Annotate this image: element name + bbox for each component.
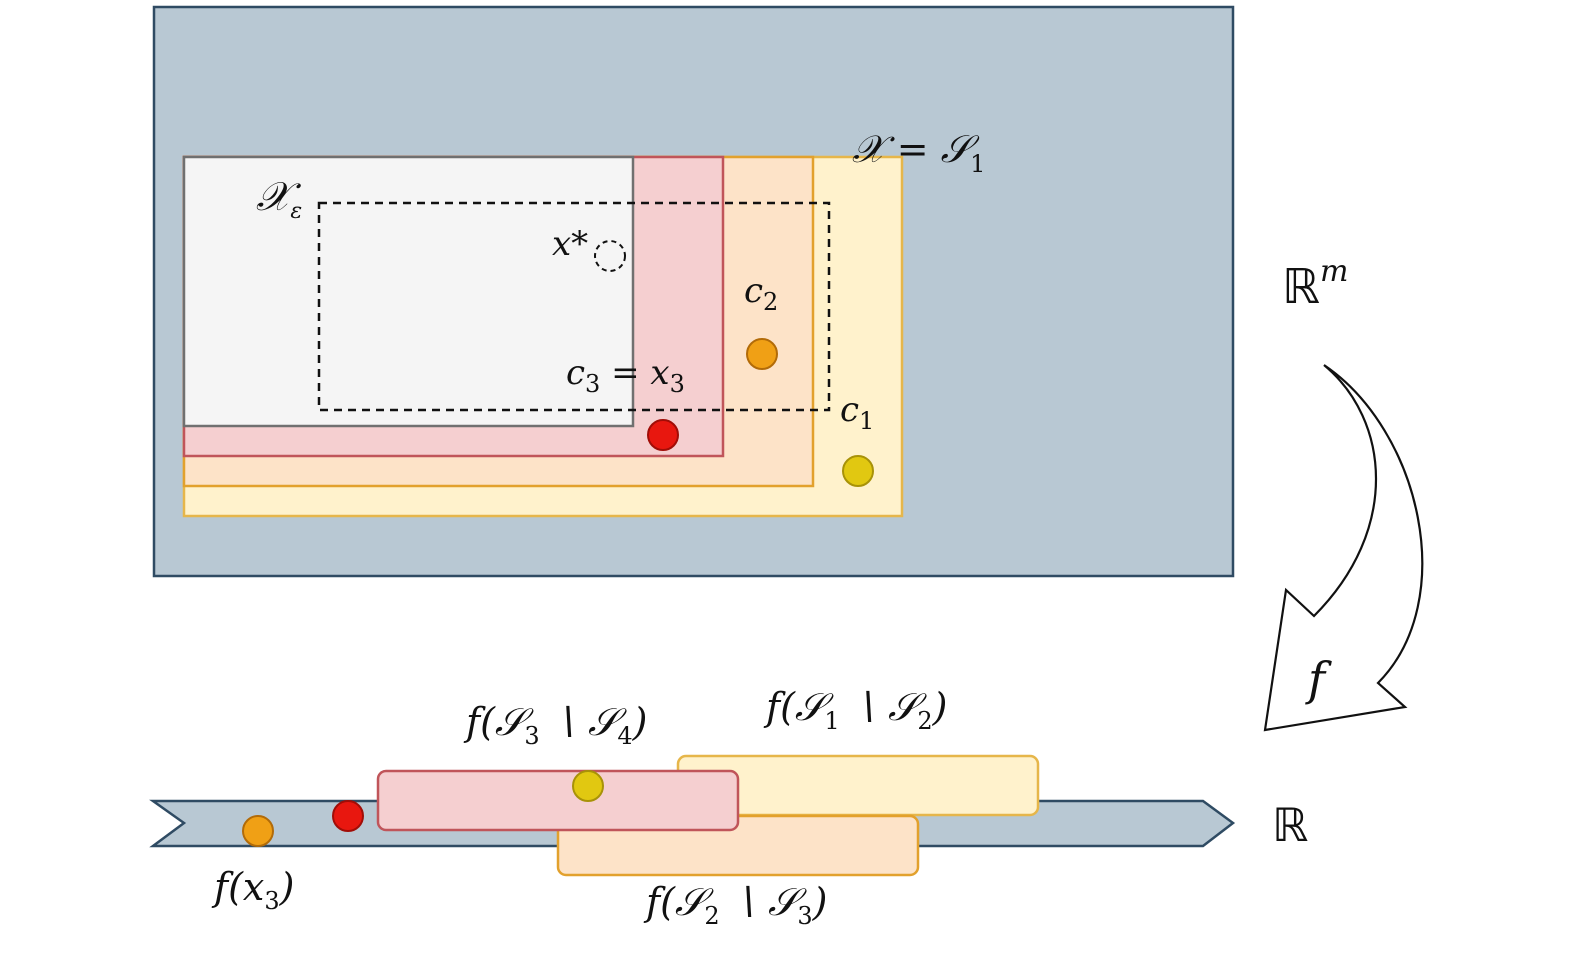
point-c2 bbox=[746, 338, 778, 370]
interval-f-s3-s4 bbox=[376, 769, 740, 832]
label-f-s1-s2: f(𝒮1 ∖ 𝒮2) bbox=[763, 685, 947, 735]
point-c3 bbox=[647, 419, 679, 451]
label-x-eq-s1: 𝒳 = 𝒮1 bbox=[852, 127, 985, 178]
point-c1 bbox=[842, 455, 874, 487]
label-r: ℝ bbox=[1272, 798, 1308, 852]
point-f-c1 bbox=[572, 770, 604, 802]
curved-arrow-icon bbox=[1263, 364, 1424, 732]
label-f-s2-s3: f(𝒮2 ∖ 𝒮3) bbox=[643, 880, 827, 930]
x-epsilon-region bbox=[317, 201, 831, 412]
label-c2: c2 bbox=[744, 271, 778, 316]
label-f-x3: f(x3) bbox=[211, 865, 294, 915]
label-rm: ℝm bbox=[1282, 254, 1348, 315]
label-f-s3-s4: f(𝒮3 ∖ 𝒮4) bbox=[463, 700, 647, 750]
x-star-marker bbox=[594, 240, 626, 272]
point-f-c3 bbox=[332, 800, 364, 832]
label-c1: c1 bbox=[840, 390, 874, 435]
point-f-x3 bbox=[242, 815, 274, 847]
label-c3-eq-x3: c3 = x3 bbox=[566, 353, 685, 398]
label-x-star: x* bbox=[552, 224, 588, 264]
